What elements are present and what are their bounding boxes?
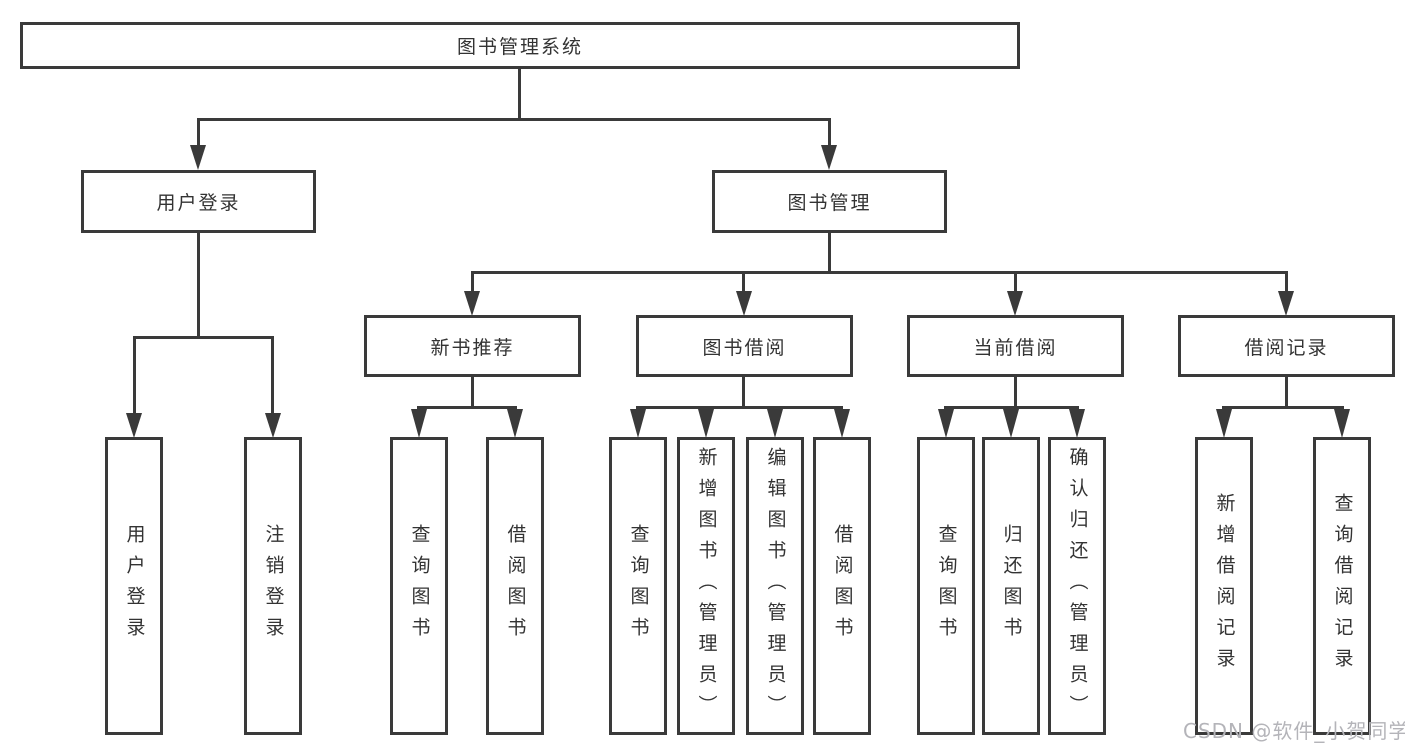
arrowhead-leaf <box>507 409 523 438</box>
connector-new-book-stub <box>471 377 474 408</box>
node-label: 图书管理 <box>787 192 872 214</box>
arrowhead-leaf <box>1003 409 1019 438</box>
node-leaf-query-borrow-record: 查询借阅记录 <box>1313 437 1371 735</box>
node-label: 新增图书（管理员） <box>695 446 718 726</box>
node-label: 查询借阅记录 <box>1331 493 1354 679</box>
connector-drop-leaf-logout <box>271 336 274 416</box>
connector-book-borrow-bus <box>636 406 843 409</box>
node-label: 借阅图书 <box>831 524 854 648</box>
node-book-borrowing: 图书借阅 <box>636 315 853 377</box>
connector-drop-current-borrow <box>1014 271 1017 293</box>
arrowhead-leaf <box>1334 409 1350 438</box>
connector-borrow-records-bus <box>1222 406 1344 409</box>
node-current-borrowing: 当前借阅 <box>907 315 1124 377</box>
connector-borrow-records-stub <box>1285 377 1288 408</box>
node-leaf-logout-login: 注销登录 <box>244 437 302 735</box>
node-root-library-system: 图书管理系统 <box>20 22 1020 69</box>
node-leaf-borrow-books-borrow: 借阅图书 <box>813 437 871 735</box>
arrowhead-book-borrow <box>736 291 752 316</box>
connector-new-book-bus <box>417 406 517 409</box>
connector-current-borrow-bus <box>944 406 1079 409</box>
connector-book-mgmt-bus <box>471 271 1288 274</box>
node-leaf-borrow-books-recommend: 借阅图书 <box>486 437 544 735</box>
node-new-book-recommend: 新书推荐 <box>364 315 581 377</box>
connector-book-borrow-stub <box>742 377 745 408</box>
connector-drop-borrow-records <box>1285 271 1288 293</box>
arrowhead-leaf <box>1069 409 1085 438</box>
connector-drop-user-login <box>197 118 200 148</box>
node-label: 借阅记录 <box>1244 336 1329 359</box>
arrowhead-borrow-records <box>1278 291 1294 316</box>
connector-drop-leaf-user-login <box>133 336 136 416</box>
arrowhead-book-mgmt <box>821 145 837 170</box>
arrowhead-new-book <box>464 291 480 316</box>
node-leaf-query-books-borrow: 查询图书 <box>609 437 667 735</box>
arrowhead-leaf <box>767 409 783 438</box>
connector-drop-book-mgmt <box>828 118 831 148</box>
node-label: 确认归还（管理员） <box>1066 446 1089 726</box>
connector-user-login-stub <box>197 233 200 339</box>
connector-book-mgmt-stub <box>828 233 831 274</box>
node-label: 图书借阅 <box>702 336 787 359</box>
node-label: 用户登录 <box>156 192 241 214</box>
node-label: 查询图书 <box>627 524 650 648</box>
node-label: 用户登录 <box>123 524 146 648</box>
node-leaf-add-borrow-record: 新增借阅记录 <box>1195 437 1253 735</box>
node-label: 归还图书 <box>1000 524 1023 648</box>
node-label: 编辑图书（管理员） <box>764 446 787 726</box>
node-label: 图书管理系统 <box>456 36 583 58</box>
node-label: 注销登录 <box>262 524 285 648</box>
node-leaf-query-books-current: 查询图书 <box>917 437 975 735</box>
node-label: 当前借阅 <box>973 336 1058 359</box>
arrowhead-leaf <box>411 409 427 438</box>
arrowhead-user-login <box>190 145 206 170</box>
node-leaf-return-books: 归还图书 <box>982 437 1040 735</box>
node-leaf-query-books-recommend: 查询图书 <box>390 437 448 735</box>
node-leaf-user-login: 用户登录 <box>105 437 163 735</box>
arrowhead-leaf-user-login <box>126 413 142 438</box>
node-user-login: 用户登录 <box>81 170 316 233</box>
arrowhead-leaf <box>630 409 646 438</box>
arrowhead-current-borrow <box>1007 291 1023 316</box>
node-label: 借阅图书 <box>504 524 527 648</box>
connector-root-bus <box>197 118 831 121</box>
arrowhead-leaf <box>834 409 850 438</box>
node-leaf-confirm-return-admin: 确认归还（管理员） <box>1048 437 1106 735</box>
node-borrowing-records: 借阅记录 <box>1178 315 1395 377</box>
connector-drop-new-book <box>471 271 474 293</box>
node-label: 查询图书 <box>935 524 958 648</box>
connector-root-stub <box>518 69 521 121</box>
arrowhead-leaf <box>698 409 714 438</box>
node-leaf-edit-books-admin: 编辑图书（管理员） <box>746 437 804 735</box>
node-label: 查询图书 <box>408 524 431 648</box>
arrowhead-leaf <box>938 409 954 438</box>
arrowhead-leaf-logout <box>265 413 281 438</box>
csdn-watermark: CSDN @软件_小贺同学 <box>1183 719 1405 743</box>
connector-current-borrow-stub <box>1014 377 1017 408</box>
node-book-management: 图书管理 <box>712 170 947 233</box>
node-leaf-add-books-admin: 新增图书（管理员） <box>677 437 735 735</box>
node-label: 新增借阅记录 <box>1213 493 1236 679</box>
arrowhead-leaf <box>1216 409 1232 438</box>
connector-drop-book-borrow <box>742 271 745 293</box>
node-label: 新书推荐 <box>430 336 515 359</box>
connector-user-login-bus <box>133 336 274 339</box>
